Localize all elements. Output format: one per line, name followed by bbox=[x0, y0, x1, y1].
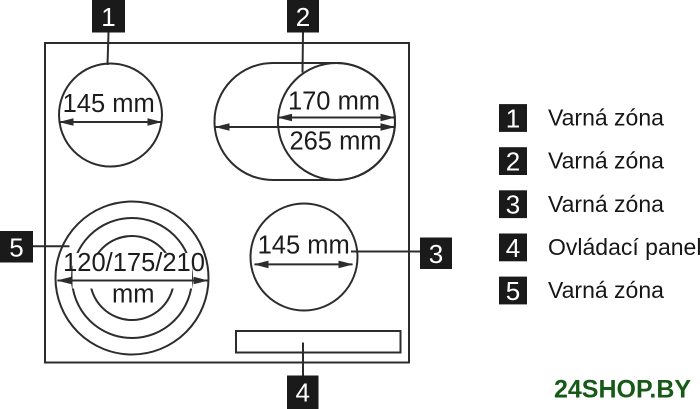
svg-text:3: 3 bbox=[429, 239, 443, 269]
svg-text:Varná zóna: Varná zóna bbox=[548, 277, 664, 303]
svg-text:Ovládací panel: Ovládací panel bbox=[548, 234, 700, 260]
svg-text:1: 1 bbox=[506, 104, 520, 134]
svg-text:120/175/210: 120/175/210 bbox=[63, 249, 205, 277]
svg-text:170 mm: 170 mm bbox=[288, 87, 380, 115]
svg-text:mm: mm bbox=[112, 281, 154, 309]
svg-text:3: 3 bbox=[506, 190, 520, 220]
svg-text:2: 2 bbox=[296, 2, 310, 32]
svg-text:Varná zóna: Varná zóna bbox=[548, 191, 664, 217]
svg-text:24SHOP.BY: 24SHOP.BY bbox=[554, 376, 691, 404]
svg-text:265 mm: 265 mm bbox=[289, 128, 381, 156]
svg-text:Varná zóna: Varná zóna bbox=[548, 148, 664, 174]
svg-text:5: 5 bbox=[506, 276, 520, 306]
svg-text:4: 4 bbox=[506, 233, 520, 263]
svg-text:145 mm: 145 mm bbox=[63, 90, 155, 118]
svg-text:1: 1 bbox=[101, 2, 115, 32]
svg-text:2: 2 bbox=[506, 147, 520, 177]
svg-text:Varná zóna: Varná zóna bbox=[548, 105, 664, 131]
svg-text:5: 5 bbox=[9, 233, 23, 263]
svg-text:4: 4 bbox=[295, 377, 309, 407]
svg-text:145 mm: 145 mm bbox=[258, 231, 350, 259]
